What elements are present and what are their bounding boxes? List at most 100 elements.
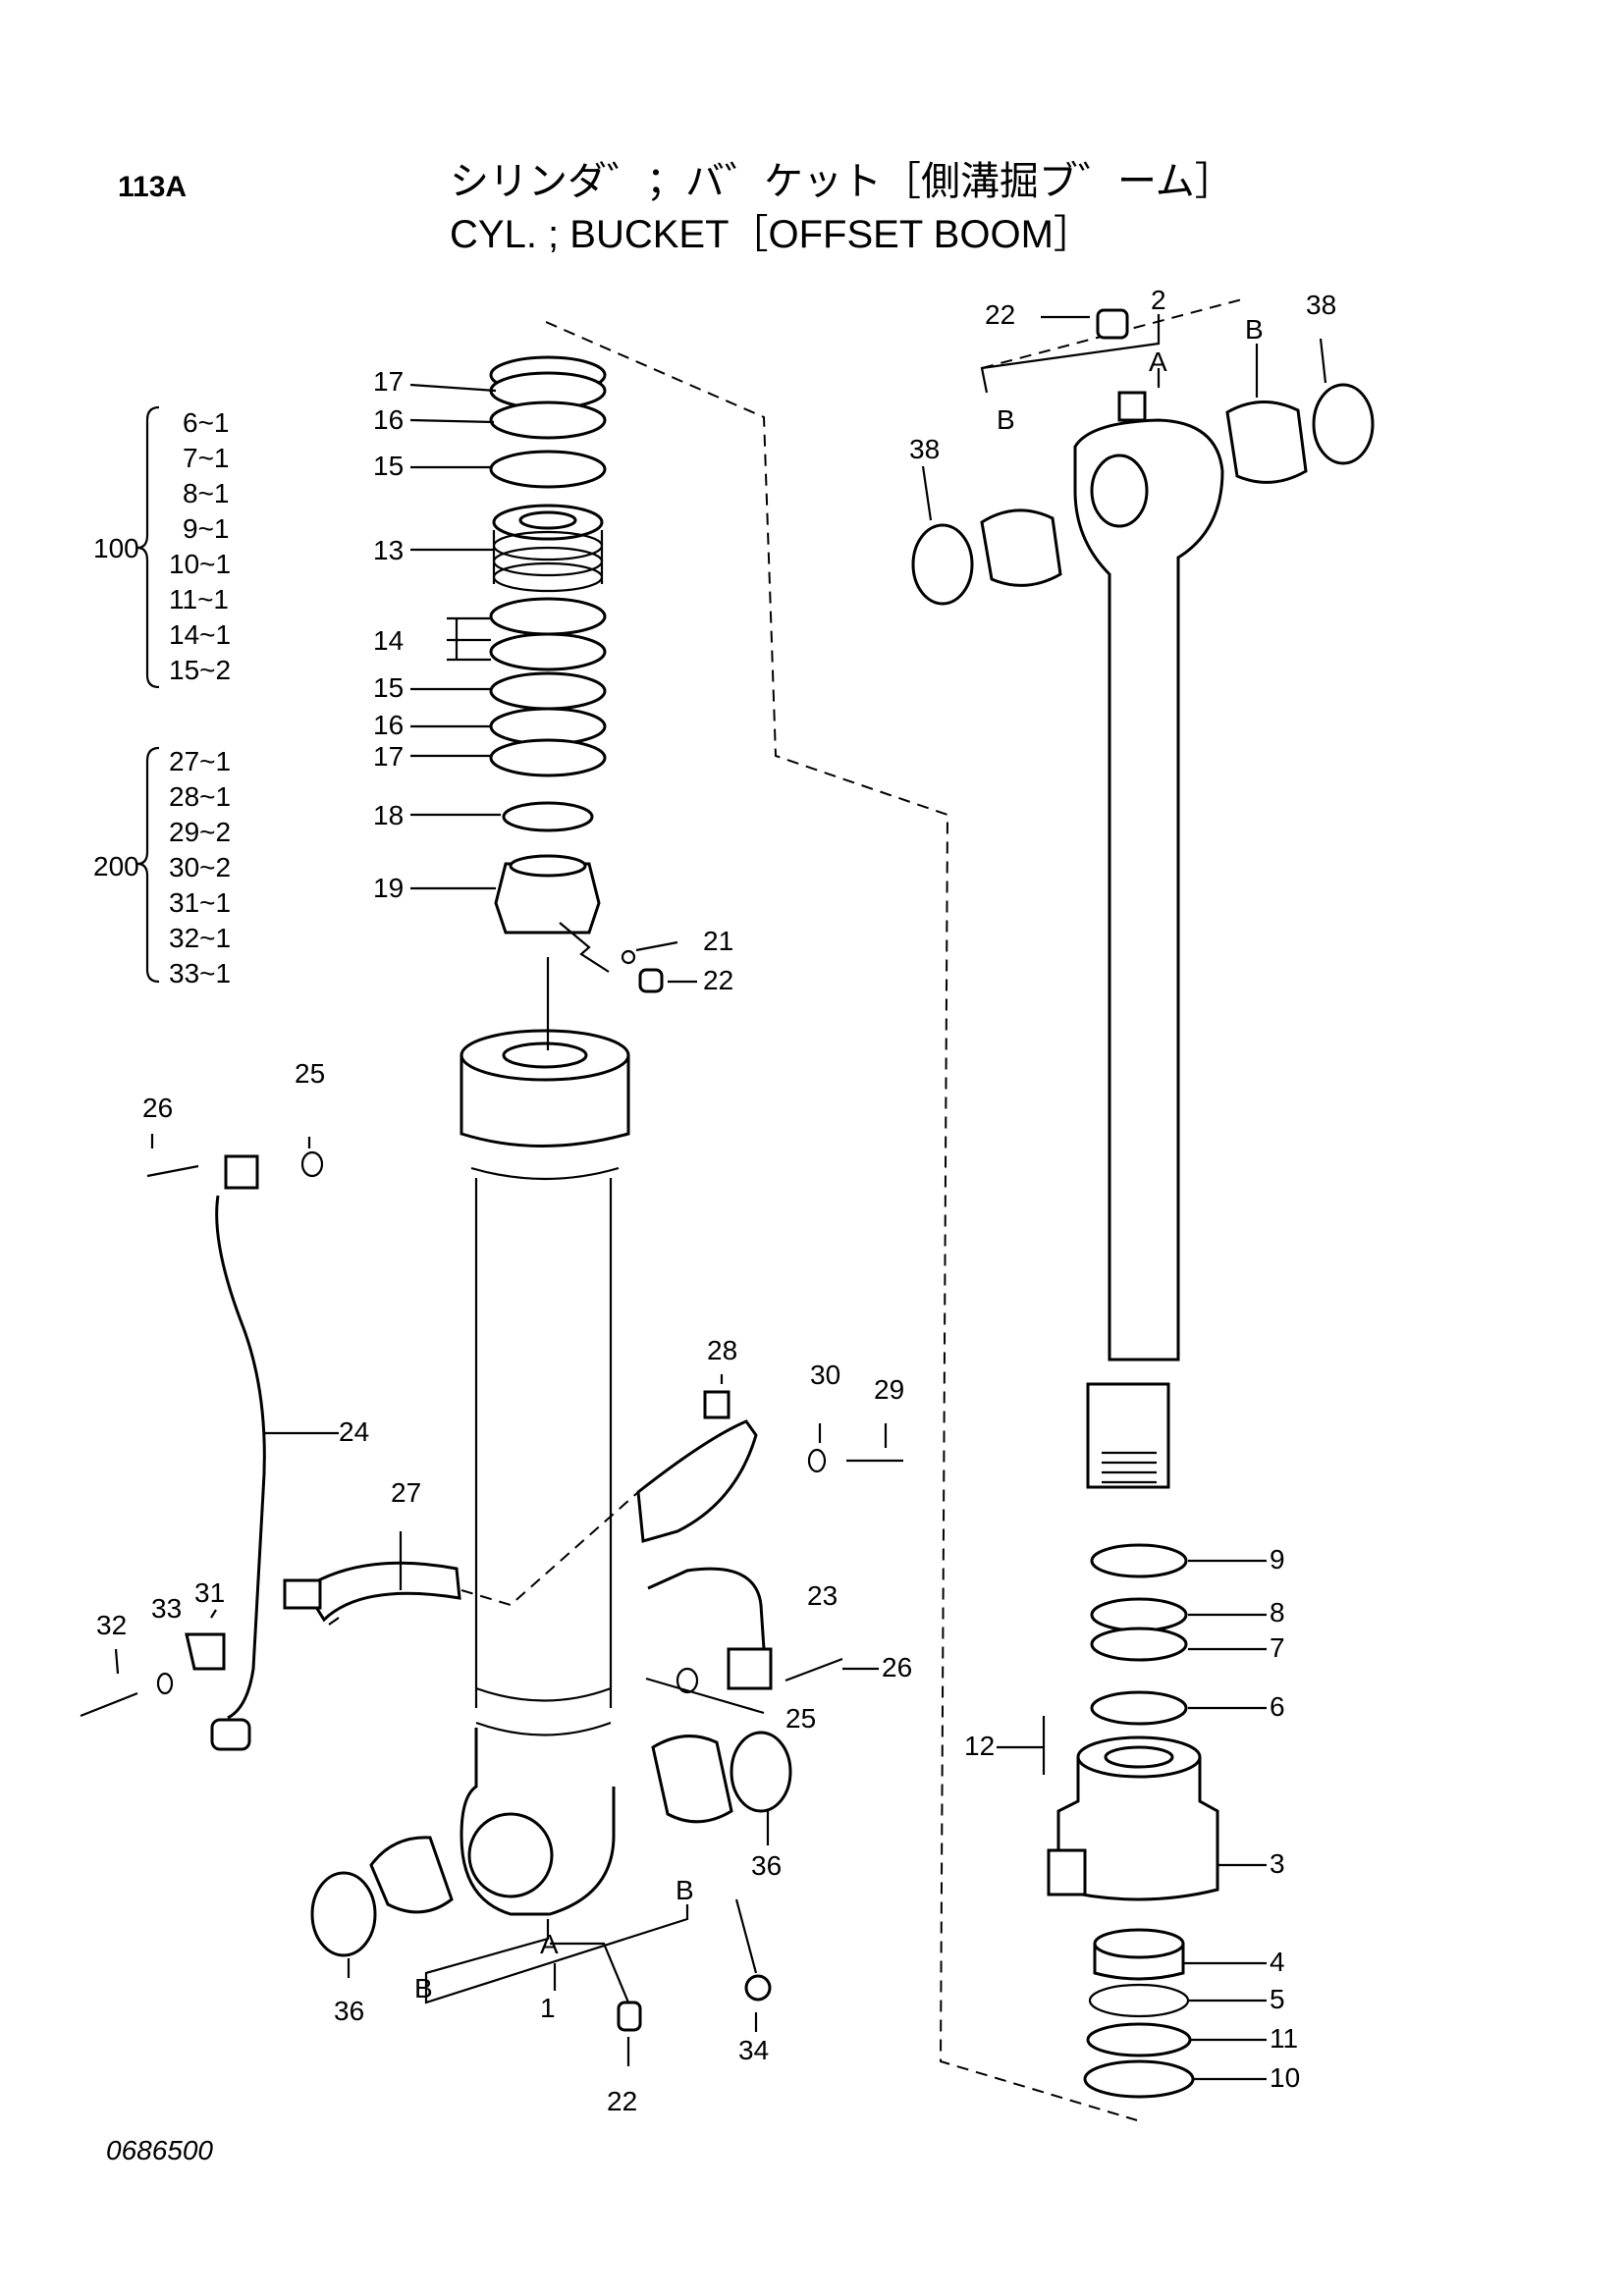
seal-38-right bbox=[1312, 383, 1375, 465]
kit-200-item: 30~2 bbox=[169, 852, 231, 882]
kit-200-item: 28~1 bbox=[169, 781, 231, 812]
washer-33 bbox=[156, 1672, 174, 1695]
clamp-27 bbox=[283, 1561, 461, 1623]
label-5: 5 bbox=[1270, 1984, 1285, 2014]
pipe-23 bbox=[647, 1567, 843, 1694]
grease-boss bbox=[1117, 391, 1147, 422]
label-b-tube-left: B bbox=[414, 1973, 433, 2003]
kit-200-list: 200 27~1 28~1 29~2 30~2 31~1 32~1 33~1 bbox=[93, 746, 231, 988]
kit-100-item: 15~2 bbox=[169, 655, 231, 685]
label-6: 6 bbox=[1270, 1691, 1285, 1722]
label-7: 7 bbox=[1270, 1632, 1285, 1663]
label-15: 15 bbox=[373, 451, 404, 481]
ring-15 bbox=[489, 450, 607, 489]
kit-200-item: 27~1 bbox=[169, 746, 231, 776]
oring-25a bbox=[300, 1150, 324, 1178]
label-19: 19 bbox=[373, 873, 404, 903]
block-31 bbox=[185, 1632, 226, 1671]
ring-14b bbox=[489, 632, 607, 671]
bolt-32 bbox=[80, 1691, 138, 1718]
label-22-top: 22 bbox=[985, 299, 1015, 330]
title-japanese: シリンダ゛；バ゛ケット［側溝掘ブ゛ーム］ bbox=[450, 160, 1234, 203]
label-38-right: 38 bbox=[1306, 290, 1336, 320]
label-21: 21 bbox=[703, 926, 733, 956]
rod-eye-bushings bbox=[911, 383, 1375, 606]
label-38-left: 38 bbox=[909, 434, 940, 464]
label-22-bottom: 22 bbox=[607, 2086, 637, 2116]
kit-100-item: 14~1 bbox=[169, 619, 231, 650]
ring-14a bbox=[489, 597, 607, 636]
ring-8 bbox=[1090, 1597, 1188, 1632]
ring-17b bbox=[489, 738, 607, 777]
clamp-link bbox=[460, 1491, 639, 1607]
label-27: 27 bbox=[391, 1477, 421, 1508]
label-24: 24 bbox=[339, 1416, 369, 1447]
ring-11 bbox=[1086, 2022, 1192, 2057]
kit-200-item: 33~1 bbox=[169, 958, 231, 988]
plug-22-nut bbox=[638, 968, 664, 993]
label-34: 34 bbox=[738, 2035, 769, 2065]
label-33: 33 bbox=[151, 1593, 182, 1624]
label-10: 10 bbox=[1270, 2062, 1300, 2093]
ring-10 bbox=[1083, 2059, 1195, 2099]
label-36-right: 36 bbox=[751, 1850, 782, 1881]
label-30: 30 bbox=[810, 1360, 840, 1390]
label-29: 29 bbox=[874, 1374, 904, 1405]
kit-100-item: 10~1 bbox=[169, 549, 231, 579]
drawing-number: 0686500 bbox=[106, 2135, 213, 2165]
bushing-b-left bbox=[980, 508, 1062, 587]
label-15-lower: 15 bbox=[373, 672, 404, 703]
grease-22-top bbox=[1096, 308, 1129, 340]
kit-100-label: 100 bbox=[93, 533, 139, 563]
assembly-outline bbox=[545, 321, 1138, 2121]
ring-7 bbox=[1090, 1627, 1188, 1662]
label-16: 16 bbox=[373, 404, 404, 435]
label-25-top: 25 bbox=[295, 1058, 325, 1089]
pipe-24 bbox=[146, 1150, 324, 1751]
bolt-26a bbox=[146, 1164, 199, 1178]
left-eye-bushings bbox=[310, 1731, 792, 2032]
ball-21 bbox=[621, 949, 636, 965]
label-b-rod-right: B bbox=[1245, 314, 1264, 345]
label-17-lower: 17 bbox=[373, 741, 404, 772]
ring-16 bbox=[489, 400, 607, 440]
label-23: 23 bbox=[807, 1580, 838, 1611]
label-17: 17 bbox=[373, 366, 404, 397]
cylinder-tube bbox=[460, 1029, 630, 1916]
title-english: CYL. ; BUCKET［OFFSET BOOM］ bbox=[450, 213, 1093, 256]
piston-block bbox=[1047, 1848, 1087, 1896]
label-31: 31 bbox=[194, 1577, 225, 1608]
label-b-rod-left: B bbox=[997, 404, 1015, 435]
bushing-b-right bbox=[1225, 400, 1308, 484]
plug-34 bbox=[744, 1974, 772, 2002]
ring-5 bbox=[1088, 1983, 1190, 2018]
rod-eye bbox=[1090, 454, 1149, 528]
label-26-top: 26 bbox=[142, 1093, 173, 1123]
label-8: 8 bbox=[1270, 1597, 1285, 1628]
label-1: 1 bbox=[540, 1993, 556, 2023]
label-12: 12 bbox=[964, 1731, 995, 1761]
kit-100-item: 11~1 bbox=[169, 584, 229, 614]
kit-100-item: 9~1 bbox=[183, 513, 230, 544]
head-seal-stack bbox=[1042, 1543, 1219, 2099]
kit-100-list: 100 6~1 7~1 8~1 9~1 10~1 11~1 14~1 15~2 bbox=[93, 405, 231, 689]
label-b-tube-right: B bbox=[676, 1875, 694, 1905]
kit-200-item: 31~1 bbox=[169, 887, 231, 918]
label-28: 28 bbox=[707, 1335, 737, 1365]
kit-200-item: 29~2 bbox=[169, 817, 231, 847]
page-code: 113A bbox=[118, 171, 187, 203]
washer-18 bbox=[502, 801, 594, 832]
label-11: 11 bbox=[1270, 2023, 1298, 2054]
ring-6 bbox=[1090, 1690, 1188, 1726]
label-a-rod: A bbox=[1149, 347, 1167, 377]
label-9: 9 bbox=[1270, 1544, 1285, 1575]
label-3: 3 bbox=[1270, 1848, 1285, 1879]
seal-36b bbox=[730, 1731, 792, 1813]
label-14: 14 bbox=[373, 625, 404, 656]
gland-seal-stack bbox=[489, 355, 664, 993]
bolt-26b bbox=[784, 1657, 843, 1682]
grease-22-bottom bbox=[617, 2001, 642, 2032]
nut-19 bbox=[494, 862, 601, 934]
label-16-lower: 16 bbox=[373, 710, 404, 740]
kit-100-item: 6~1 bbox=[183, 407, 230, 438]
